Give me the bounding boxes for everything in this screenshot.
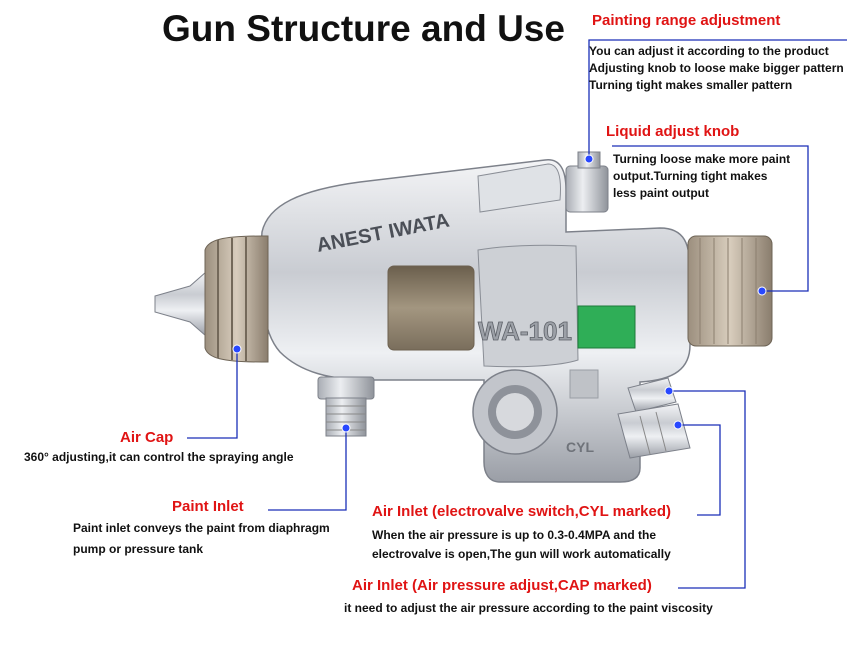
model-engraving: WA-101 [478,316,572,346]
air-cap-line: 360° adjusting,it can control the sprayi… [24,450,294,464]
paint-inlet-line: pump or pressure tank [73,542,204,556]
leader-paint-inlet [268,428,347,511]
air-inlet-cyl-line: When the air pressure is up to 0.3-0.4MP… [372,528,657,542]
air-inlet-cap-label: Air Inlet (Air pressure adjust,CAP marke… [352,577,652,594]
paint-inlet-description: Paint inlet conveys the paint from diaph… [73,518,330,560]
air-cap-label: Air Cap [120,429,174,446]
air-inlet-cyl-description: When the air pressure is up to 0.3-0.4MP… [372,526,671,564]
liquid-knob-line: Turning loose make more paint [613,152,791,166]
leader-air-inlet-cyl [678,424,721,516]
painting-range-label: Painting range adjustment [592,12,781,29]
paint-inlet-label: Paint Inlet [172,498,244,515]
liquid-knob-line: less paint output [613,186,709,200]
dot-air-inlet-cap [664,386,674,396]
painting-range-line: Adjusting knob to loose make bigger patt… [589,61,844,75]
painting-range-line: You can adjust it according to the produ… [589,44,829,58]
page-title: Gun Structure and Use [162,8,565,49]
air-inlet-cap-description: it need to adjust the air pressure accor… [344,600,713,617]
leader-lines [187,39,847,589]
dot-painting-range [584,154,594,164]
painting-range-line: Turning tight makes smaller pattern [589,78,793,92]
air-cap-description: 360° adjusting,it can control the sprayi… [24,449,294,466]
painting-range-description: You can adjust it according to the produ… [589,43,844,94]
gun-body [259,159,691,483]
air-inlet-cyl-line: electrovalve is open,The gun will work a… [372,547,671,561]
liquid-knob-description: Turning loose make more paint output.Tur… [613,151,790,202]
cyl-marking: CYL [566,439,594,455]
dot-paint-inlet [341,423,351,433]
air-cap-part [154,235,269,363]
painting-range-knob [565,151,609,213]
leader-air-inlet-cap [669,390,746,589]
leader-painting-range [588,39,847,159]
liquid-adjust-knob [687,235,773,347]
leader-dots [232,154,767,433]
liquid-knob-line: output.Turning tight makes [613,169,768,183]
dot-air-inlet-cyl [673,420,683,430]
dot-air-cap [232,344,242,354]
paint-inlet-fitting [317,376,375,437]
paint-inlet-line: Paint inlet conveys the paint from diaph… [73,521,330,535]
leader-air-cap [187,349,238,439]
liquid-knob-label: Liquid adjust knob [606,123,740,140]
air-inlet-fittings [617,377,691,459]
air-inlet-cap-line: it need to adjust the air pressure accor… [344,601,713,615]
leader-liquid-knob [612,145,809,292]
dot-liquid-knob [757,286,767,296]
air-inlet-cyl-label: Air Inlet (electrovalve switch,CYL marke… [372,503,671,520]
